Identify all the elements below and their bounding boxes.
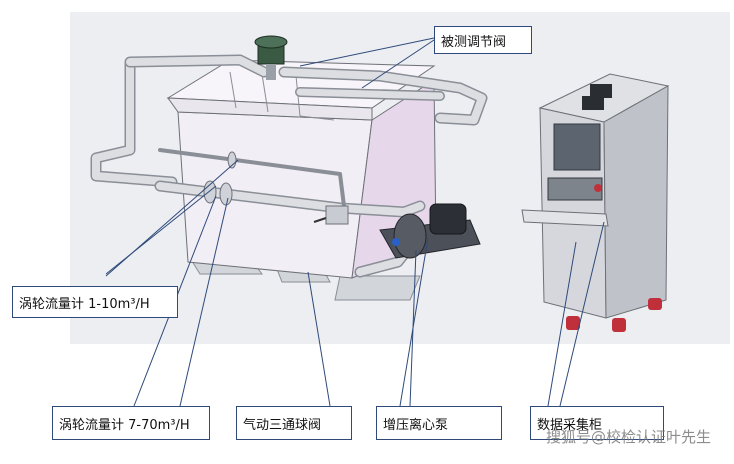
centrifugal-pump: [379, 203, 481, 259]
label-valve-under-test: 被测调节阀: [434, 26, 532, 54]
label-data-acquisition-cabinet: 数据采集柜: [530, 406, 664, 440]
label-booster-centrifugal-pump: 增压离心泵: [376, 406, 502, 440]
cabinet-screen: [553, 123, 601, 171]
flowmeter-flanges: [203, 151, 237, 206]
control-valve: [254, 35, 288, 80]
three-way-ball-valve: [313, 205, 349, 225]
label-turbine-flowmeter-large: 涡轮流量计 7-70m³/H: [52, 406, 210, 440]
label-turbine-flowmeter-small: 涡轮流量计 1-10m³/H: [12, 286, 178, 318]
label-pneumatic-three-way-ball-valve: 气动三通球阀: [236, 406, 352, 440]
data-cabinet: [521, 73, 670, 332]
watermark: 搜狐号@校检认证叶先生: [546, 428, 712, 446]
